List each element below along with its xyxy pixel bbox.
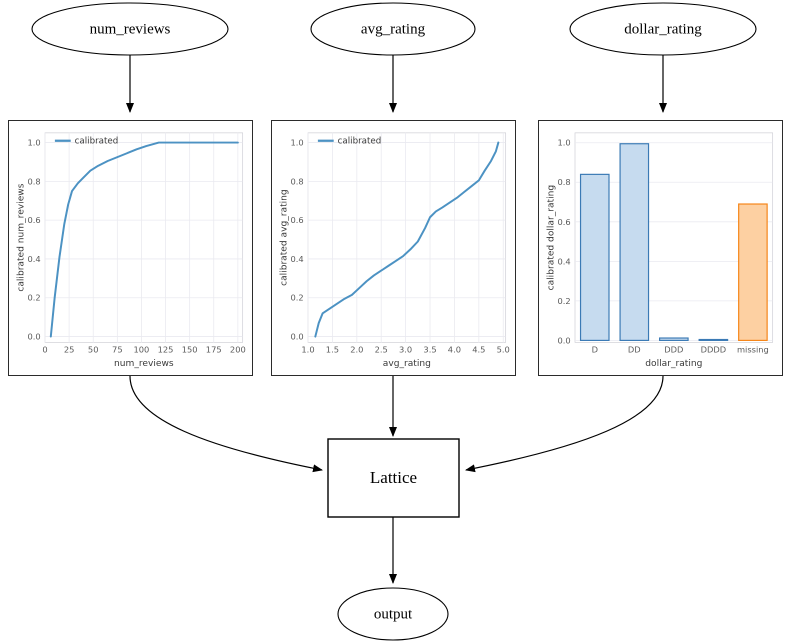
svg-text:0.6: 0.6 [290,215,303,225]
svg-text:75: 75 [112,345,123,355]
svg-text:avg_rating: avg_rating [383,359,431,369]
svg-text:missing: missing [737,345,769,355]
node-dollar-rating[interactable]: dollar_rating [569,2,757,56]
svg-text:3.5: 3.5 [423,345,436,355]
svg-text:0.0: 0.0 [27,332,40,342]
svg-text:0.4: 0.4 [557,256,570,266]
chart-panel-avg-rating: 0.0 0.2 0.4 0.6 0.8 1.0 1.0 1.5 2.0 2.5 3.0 3.5 4.0 4… [271,120,516,376]
svg-text:200: 200 [230,345,246,355]
svg-text:3.0: 3.0 [399,345,412,355]
node-label-output: output [374,606,413,622]
svg-text:5.0: 5.0 [497,345,510,355]
svg-text:0.8: 0.8 [557,177,570,187]
svg-text:0: 0 [42,345,47,355]
svg-text:DDD: DDD [664,345,683,355]
svg-text:dollar_rating: dollar_rating [645,359,702,369]
svg-text:0.2: 0.2 [290,293,303,303]
node-label-lattice: Lattice [370,468,417,487]
svg-text:1.5: 1.5 [326,345,339,355]
svg-text:2.5: 2.5 [375,345,388,355]
svg-text:0.2: 0.2 [27,293,40,303]
edge-chart3-to-lattice [465,375,664,473]
svg-text:50: 50 [88,345,99,355]
svg-text:0.6: 0.6 [557,217,570,227]
node-label-dollar-rating: dollar_rating [624,21,702,37]
node-avg-rating[interactable]: avg_rating [310,2,476,56]
node-output[interactable]: output [337,587,449,641]
svg-text:1.0: 1.0 [301,345,314,355]
node-label-avg-rating: avg_rating [361,21,426,37]
svg-text:calibrated dollar_rating: calibrated dollar_rating [546,185,556,291]
plot-avg-rating: 0.0 0.2 0.4 0.6 0.8 1.0 1.0 1.5 2.0 2.5 3.0 3.5 4.0 4… [279,132,510,369]
svg-text:4.5: 4.5 [472,345,485,355]
svg-text:25: 25 [64,345,75,355]
svg-text:calibrated avg_rating: calibrated avg_rating [279,189,289,286]
edge-chart1-to-lattice [129,375,323,473]
svg-text:2.0: 2.0 [350,345,363,355]
svg-text:0.6: 0.6 [27,215,40,225]
svg-text:0.4: 0.4 [27,254,40,264]
svg-text:0.0: 0.0 [290,332,303,342]
svg-text:1.0: 1.0 [290,138,303,148]
svg-text:0.2: 0.2 [557,296,570,306]
svg-text:DDDD: DDDD [701,345,727,355]
svg-text:DD: DD [628,345,641,355]
svg-text:0.4: 0.4 [290,254,303,264]
svg-text:0.8: 0.8 [27,176,40,186]
svg-text:calibrated: calibrated [338,137,382,147]
svg-text:100: 100 [134,345,150,355]
svg-text:calibrated num_reviews: calibrated num_reviews [16,183,26,291]
svg-text:1.0: 1.0 [557,138,570,148]
svg-text:calibrated: calibrated [75,137,119,147]
svg-text:0.0: 0.0 [557,335,570,345]
plot-num-reviews: 0.0 0.2 0.4 0.6 0.8 1.0 0 25 50 75 100 125 150 175 200… [16,132,246,369]
svg-text:150: 150 [182,345,198,355]
node-lattice[interactable]: Lattice [327,438,460,518]
svg-text:D: D [592,345,598,355]
node-label-num-reviews: num_reviews [90,21,171,37]
svg-text:num_reviews: num_reviews [114,359,174,369]
node-num-reviews[interactable]: num_reviews [31,2,229,56]
chart-panel-num-reviews: 0.0 0.2 0.4 0.6 0.8 1.0 0 25 50 75 100 125 150 175 200… [8,120,253,376]
svg-text:175: 175 [206,345,222,355]
svg-text:0.8: 0.8 [290,176,303,186]
svg-text:4.0: 4.0 [448,345,461,355]
svg-text:1.0: 1.0 [27,138,40,148]
svg-text:125: 125 [158,345,174,355]
